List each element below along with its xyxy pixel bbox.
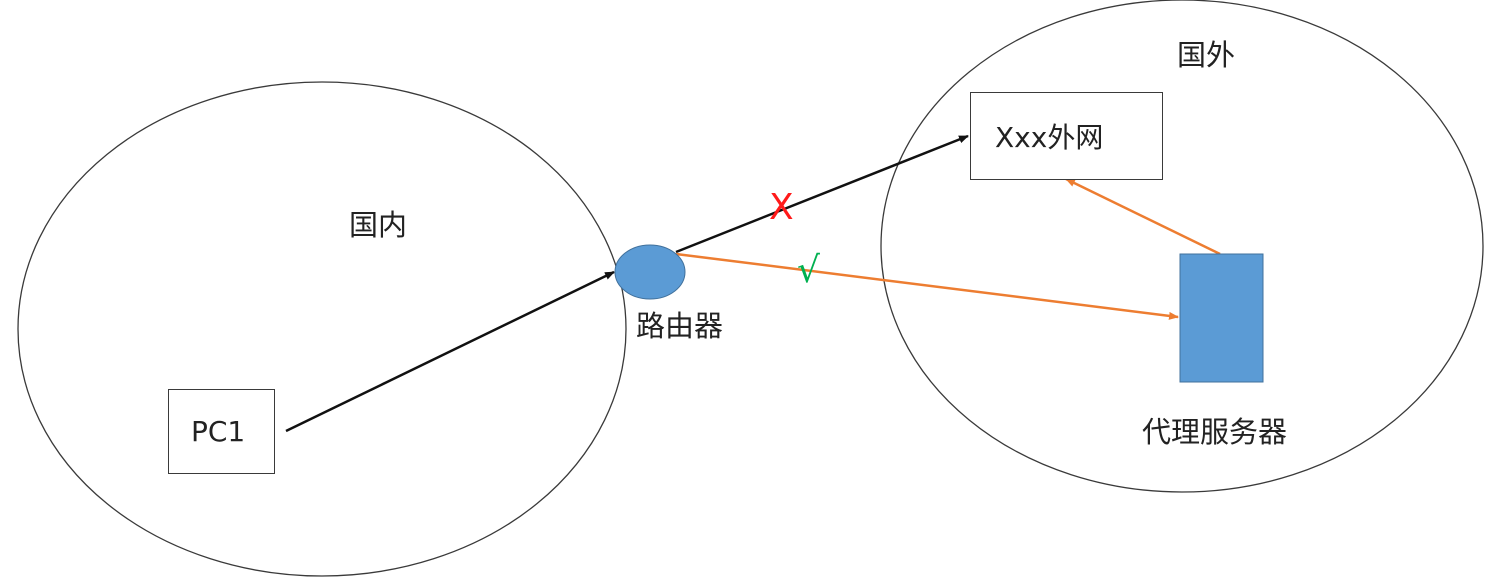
proxy-to-external-arrow [1065, 177, 1221, 256]
proxy-server-label: 代理服务器 [1142, 415, 1288, 449]
domestic-region-label: 国内 [349, 208, 408, 242]
pc-to-router-arrow [285, 270, 615, 433]
domestic-region [17, 81, 627, 577]
blocked-mark: X [769, 187, 794, 228]
router-node [614, 244, 686, 300]
router-to-external-arrow [675, 134, 969, 254]
router-label: 路由器 [636, 309, 724, 343]
foreign-region-label: 国外 [1177, 38, 1236, 72]
pc-node-label: PC1 [191, 415, 246, 448]
proxy-server-node [1179, 253, 1264, 383]
external-site-node: Xxx外网 [970, 92, 1163, 180]
allowed-mark: √ [797, 250, 820, 291]
pc-node: PC1 [168, 389, 275, 474]
router-to-proxy-arrow [675, 252, 1179, 320]
foreign-region [880, 0, 1484, 493]
external-site-label: Xxx外网 [995, 121, 1104, 154]
